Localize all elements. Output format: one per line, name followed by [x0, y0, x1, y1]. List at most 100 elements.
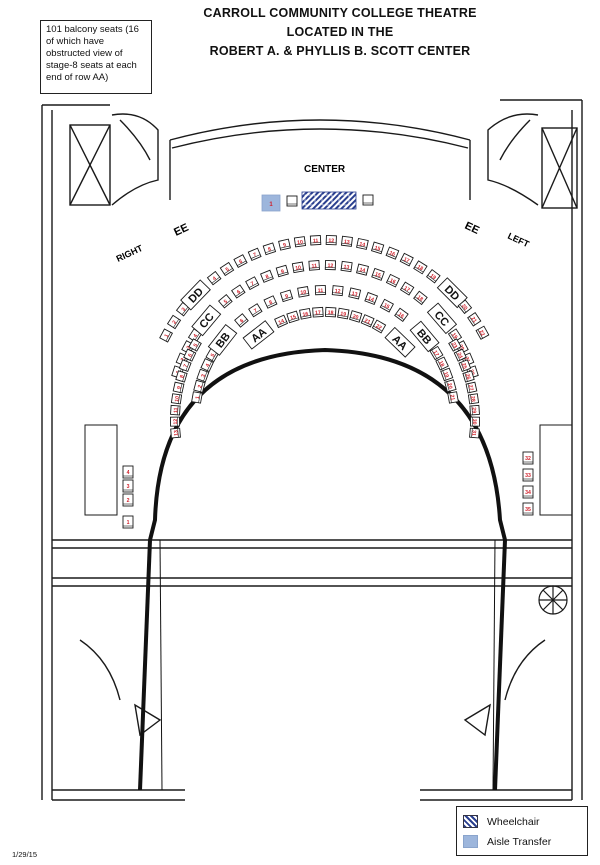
- bb-seat-15[interactable]: 15: [379, 298, 394, 313]
- aa-seat-32[interactable]: 32: [522, 451, 534, 465]
- bb-seat-3[interactable]: 3: [196, 368, 210, 383]
- aa-seat-10-edge: [178, 394, 180, 404]
- cc-seat-6[interactable]: 6: [231, 284, 246, 299]
- bb-seat-20[interactable]: 20: [444, 379, 457, 393]
- ee-seat-2[interactable]: [286, 195, 298, 207]
- aa-seat-14[interactable]: 14: [274, 314, 289, 329]
- cc-seat-18[interactable]: 18: [413, 290, 428, 306]
- dd-seat-6[interactable]: 6: [233, 254, 248, 268]
- dd-seat-12[interactable]: 12: [325, 234, 337, 246]
- dd-seat-4[interactable]: 4: [206, 270, 222, 286]
- aa-seat-24[interactable]: 24: [453, 348, 467, 362]
- aa-seat-12[interactable]: 12: [170, 416, 181, 427]
- aa-seat-34[interactable]: 34: [522, 485, 534, 499]
- aa-seat-28[interactable]: 28: [467, 393, 480, 405]
- aa-seat-27[interactable]: 27: [465, 381, 478, 394]
- cc-seat-12[interactable]: 12: [324, 259, 337, 271]
- bb-seat-13-number: 13: [351, 291, 358, 298]
- aa-seat-23[interactable]: 23: [448, 338, 462, 352]
- bb-seat-6[interactable]: 6: [234, 313, 249, 328]
- bb-seat-9[interactable]: 9: [279, 289, 294, 303]
- bb-seat-7[interactable]: 7: [248, 303, 263, 318]
- aa-seat-31[interactable]: 31: [469, 427, 480, 439]
- cc-seat-9[interactable]: 9: [275, 264, 289, 278]
- bb-seat-11[interactable]: 11: [314, 284, 327, 296]
- aa-seat-6[interactable]: 6: [183, 348, 197, 362]
- ee-wheelchair-block[interactable]: [301, 191, 357, 210]
- aa-seat-29[interactable]: 29: [469, 404, 480, 416]
- aa-seat-22[interactable]: 22: [371, 319, 387, 334]
- bb-seat-21[interactable]: 21: [447, 391, 459, 404]
- dd-seat-19-number: 19: [429, 273, 437, 281]
- dd-seat-15[interactable]: 15: [370, 241, 385, 255]
- dd-seat-11[interactable]: 11: [309, 235, 322, 246]
- bb-seat-12[interactable]: 12: [331, 285, 344, 297]
- bb-seat-14[interactable]: 14: [364, 291, 379, 306]
- aa-seat-35[interactable]: 35: [522, 502, 534, 516]
- ee-seat-end[interactable]: [362, 194, 374, 206]
- aa-seat-20[interactable]: 20: [349, 310, 363, 323]
- dd-seat-19[interactable]: 19: [425, 269, 441, 284]
- dd-seat-1[interactable]: 1: [159, 328, 173, 343]
- bb-seat-17[interactable]: 17: [429, 345, 444, 361]
- cc-seat-8[interactable]: 8: [260, 269, 274, 283]
- aa-seat-16[interactable]: 16: [299, 307, 312, 320]
- dd-seat-10[interactable]: 10: [293, 236, 307, 248]
- dd-seat-16[interactable]: 16: [385, 246, 400, 260]
- aa-seat-21[interactable]: 21: [360, 314, 375, 328]
- dd-seat-21[interactable]: 21: [467, 312, 482, 327]
- aa-seat-26[interactable]: 26: [462, 370, 475, 383]
- dd-seat-18[interactable]: 18: [413, 260, 428, 275]
- bb-seat-2[interactable]: 2: [193, 379, 206, 393]
- bb-seat-10[interactable]: 10: [297, 286, 310, 298]
- dd-seat-9[interactable]: 9: [278, 238, 291, 251]
- dd-seat-7[interactable]: 7: [247, 247, 262, 261]
- aa-seat-3[interactable]: 3: [122, 479, 134, 493]
- bb-seat-16[interactable]: 16: [394, 307, 409, 323]
- cc-seat-5[interactable]: 5: [218, 293, 233, 309]
- cc-seat-13[interactable]: 13: [340, 260, 353, 273]
- aa-seat-4[interactable]: 4: [122, 465, 134, 479]
- aa-seat-8[interactable]: 8: [175, 370, 188, 383]
- dd-seat-17[interactable]: 17: [399, 252, 414, 267]
- dd-seat-22[interactable]: 22: [475, 325, 490, 340]
- aa-seat-9[interactable]: 9: [172, 381, 185, 394]
- bb-seat-10-edge: [298, 293, 309, 296]
- bb-seat-19[interactable]: 19: [440, 367, 454, 382]
- bb-seat-4[interactable]: 4: [200, 358, 214, 373]
- ee-seat-aisle-transfer[interactable]: 1: [261, 194, 281, 212]
- cc-seat-17[interactable]: 17: [399, 281, 415, 296]
- dd-seat-2[interactable]: 2: [166, 314, 182, 330]
- cc-seat-10[interactable]: 10: [291, 261, 305, 274]
- aa-seat-5[interactable]: 5: [188, 338, 202, 352]
- cc-seat-14[interactable]: 14: [356, 263, 369, 276]
- aa-seat-19-box: [337, 307, 350, 320]
- aa-seat-30[interactable]: 30: [469, 416, 480, 427]
- cc-seat-15[interactable]: 15: [371, 267, 385, 281]
- bb-seat-13[interactable]: 13: [348, 287, 362, 300]
- dd-seat-14[interactable]: 14: [356, 237, 369, 250]
- bb-seat-8[interactable]: 8: [263, 295, 278, 309]
- dd-seat-5[interactable]: 5: [219, 261, 235, 277]
- bb-seat-20-edge: [446, 381, 450, 392]
- cc-seat-7[interactable]: 7: [245, 276, 260, 291]
- aa-seat-13[interactable]: 13: [170, 427, 181, 439]
- cc-seat-16[interactable]: 16: [385, 273, 401, 288]
- aa-seat-33[interactable]: 33: [522, 468, 534, 482]
- aa-seat-1[interactable]: 1: [122, 515, 134, 529]
- bb-seat-18[interactable]: 18: [435, 356, 449, 371]
- dd-seat-8[interactable]: 8: [262, 242, 277, 256]
- aa-seat-7[interactable]: 7: [178, 359, 192, 373]
- aa-seat-11[interactable]: 11: [170, 404, 181, 416]
- aa-seat-19[interactable]: 19: [337, 307, 350, 320]
- bb-seat-1[interactable]: 1: [191, 391, 203, 404]
- aa-seat-18[interactable]: 18: [324, 306, 337, 318]
- aa-seat-17[interactable]: 17: [312, 306, 324, 318]
- cc-seat-11[interactable]: 11: [308, 260, 320, 271]
- aa-seat-10[interactable]: 10: [170, 393, 183, 405]
- dd-seat-13[interactable]: 13: [340, 235, 353, 247]
- aa-seat-25[interactable]: 25: [458, 359, 472, 373]
- aa-seat-2[interactable]: 2: [122, 493, 134, 507]
- dd-seat-20[interactable]: 20: [457, 299, 473, 315]
- aa-seat-15[interactable]: 15: [286, 310, 300, 324]
